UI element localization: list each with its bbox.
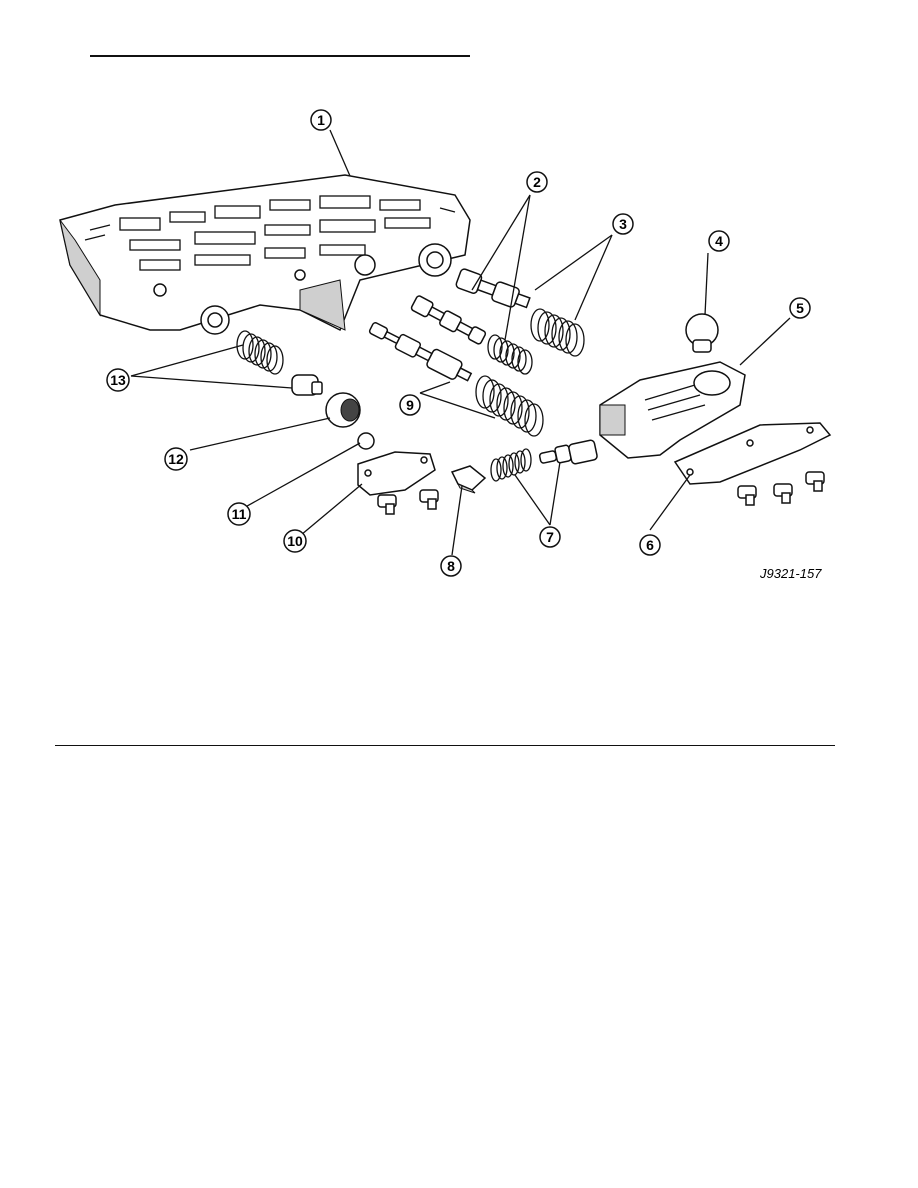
svg-text:11: 11 — [232, 506, 247, 522]
callout-9: 9 — [399, 394, 421, 416]
svg-text:8: 8 — [447, 558, 455, 574]
svg-text:2: 2 — [533, 174, 541, 190]
spring-icon — [487, 334, 533, 375]
valve-body-exploded-diagram: 1 2 3 4 5 6 7 8 9 10 11 12 13 J9321-157 — [0, 100, 918, 600]
header-rule — [90, 55, 470, 57]
callout-1: 1 — [310, 109, 332, 131]
valve-spool-icon — [368, 322, 473, 382]
cover-plate-icon — [673, 422, 832, 485]
screw-icon — [419, 489, 439, 510]
callout-5: 5 — [789, 297, 811, 319]
svg-text:7: 7 — [546, 529, 554, 545]
plug-icon — [357, 432, 375, 450]
callout-11: 11 — [227, 502, 251, 526]
callout-13: 13 — [106, 368, 130, 392]
valve-spool-icon — [410, 268, 531, 345]
leader-lines — [130, 129, 791, 556]
figure-code: J9321-157 — [759, 566, 822, 581]
screw-icon — [805, 471, 825, 492]
callout-6: 6 — [639, 534, 661, 556]
callout-2: 2 — [526, 171, 548, 193]
retainer-clip-icon — [450, 465, 487, 494]
svg-text:1: 1 — [317, 112, 325, 128]
callout-7: 7 — [539, 526, 561, 548]
section-rule — [55, 745, 835, 746]
cover-plate-icon — [357, 451, 436, 496]
svg-text:3: 3 — [619, 216, 627, 232]
spring-icon — [490, 448, 532, 482]
valve-body-icon — [59, 174, 471, 335]
callout-4: 4 — [708, 230, 730, 252]
svg-text:4: 4 — [715, 233, 723, 249]
svg-text:6: 6 — [646, 537, 654, 553]
screw-icon — [377, 494, 397, 515]
callout-3: 3 — [612, 213, 634, 235]
svg-text:12: 12 — [168, 451, 184, 467]
spring-icon — [475, 375, 544, 437]
svg-text:10: 10 — [287, 533, 303, 549]
svg-text:5: 5 — [796, 300, 804, 316]
spring-icon — [530, 308, 585, 357]
plug-icon — [325, 392, 361, 428]
callout-12: 12 — [164, 447, 188, 471]
screw-icon — [773, 483, 793, 504]
plug-icon — [291, 374, 323, 396]
svg-text:13: 13 — [110, 372, 126, 388]
svg-text:9: 9 — [406, 397, 414, 413]
callout-8: 8 — [440, 555, 462, 577]
end-plate-icon — [599, 361, 746, 459]
screw-icon — [737, 485, 757, 506]
valve-spool-icon — [538, 439, 598, 465]
spring-icon — [236, 330, 284, 375]
plug-icon — [685, 313, 719, 353]
callout-10: 10 — [283, 529, 307, 553]
